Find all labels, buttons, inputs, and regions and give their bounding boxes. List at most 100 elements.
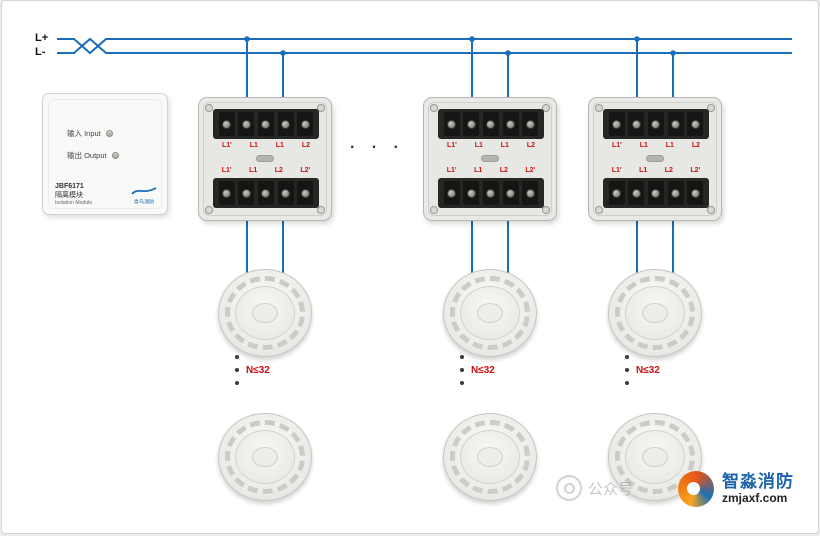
terminal-icon: [522, 181, 539, 205]
detector-center: [642, 303, 668, 323]
bus-wire-positive: [57, 38, 792, 55]
terminal-icon: [687, 181, 704, 205]
output-led-label: 输出 Output: [67, 151, 107, 160]
wire-junction-dot: [244, 36, 250, 42]
brand-text: 青鸟消防: [133, 200, 155, 206]
detector-dome: [625, 286, 685, 340]
terminal-label: L2': [690, 167, 701, 174]
terminal-icon: [482, 181, 499, 205]
branch-limit-label: N≤32: [471, 364, 495, 376]
watermark-center: 公众号: [556, 475, 633, 501]
vertical-ellipsis: [460, 355, 464, 385]
smoke-detector: [218, 413, 312, 501]
terminal-label: L1': [446, 167, 457, 174]
vertical-ellipsis: [625, 355, 629, 385]
terminal-labels-bottom: L1' L1 L2 L2': [213, 167, 319, 174]
vertical-ellipsis: [235, 355, 239, 385]
terminal-label: L2: [526, 142, 536, 149]
brand-logo: 青鸟消防: [131, 186, 157, 206]
smoke-detector: [218, 269, 312, 357]
terminal-icon: [238, 181, 255, 205]
center-slot: [256, 155, 274, 162]
watermark-brand: 智淼消防 zmjaxf.com: [678, 471, 794, 507]
watermark-center-text: 公众号: [588, 480, 634, 498]
terminal-label: L2': [300, 167, 311, 174]
detector-center: [642, 447, 668, 467]
terminal-label: L2: [301, 142, 311, 149]
corner-screw-icon: [430, 104, 438, 112]
terminal-icon: [628, 112, 645, 136]
terminal-label: L1': [611, 142, 622, 149]
terminal-icon: [628, 181, 645, 205]
corner-screw-icon: [595, 104, 603, 112]
terminal-icon: [608, 112, 625, 136]
terminal-icon: [687, 112, 704, 136]
terminal-icon: [238, 112, 255, 136]
terminal-icon: [647, 112, 664, 136]
brand-swoosh-icon: [131, 187, 157, 195]
terminal-icon: [463, 181, 480, 205]
terminal-label: L1: [639, 167, 648, 174]
terminal-label: L1: [275, 142, 284, 149]
module-name-cn: 隔离模块: [55, 192, 83, 199]
terminal-label: L1: [639, 142, 648, 149]
terminal-label: L2: [664, 167, 673, 174]
terminal-label: L1': [221, 167, 232, 174]
corner-screw-icon: [707, 104, 715, 112]
bus-negative-label: L-: [35, 46, 46, 58]
terminal-icon: [502, 181, 519, 205]
detector-vent-ring: [225, 276, 305, 350]
brand-text-block: 智淼消防 zmjaxf.com: [722, 472, 794, 505]
corner-screw-icon: [542, 206, 550, 214]
terminal-label: L2': [525, 167, 536, 174]
wechat-badge-icon: [556, 475, 582, 501]
brand-name: 智淼消防: [722, 472, 794, 492]
corner-screw-icon: [205, 206, 213, 214]
module-face: [48, 99, 162, 209]
wire-junction-dot: [280, 50, 286, 56]
terminal-label: L1': [221, 142, 232, 149]
terminal-icon: [297, 181, 314, 205]
wire-junction-dot: [469, 36, 475, 42]
terminal-icon: [522, 112, 539, 136]
branch-limit-label: N≤32: [636, 364, 660, 376]
junction-box-2: L1' L1 L1 L2 L1' L1 L2 L2': [423, 97, 557, 221]
wire-junction-dot: [634, 36, 640, 42]
bus-wire-negative: [57, 37, 792, 54]
detector-vent-ring: [615, 276, 695, 350]
terminal-label: L1: [500, 142, 509, 149]
terminal-icon: [647, 181, 664, 205]
input-led-icon: [105, 130, 113, 137]
bus-positive-label: L+: [35, 32, 49, 44]
terminal-label: L2: [691, 142, 701, 149]
center-slot: [481, 155, 499, 162]
terminal-label: L1: [474, 142, 483, 149]
terminal-label: L1: [665, 142, 674, 149]
terminal-icon: [218, 112, 235, 136]
corner-screw-icon: [205, 104, 213, 112]
module-id-block: JBF6171 隔离模块 Isolation Module: [55, 183, 99, 206]
corner-screw-icon: [542, 104, 550, 112]
terminal-labels-bottom: L1' L1 L2 L2': [438, 167, 544, 174]
terminal-icon: [297, 112, 314, 136]
terminal-icon: [257, 181, 274, 205]
detector-center: [252, 303, 278, 323]
brand-flame-icon: [678, 471, 714, 507]
brand-url: zmjaxf.com: [722, 490, 788, 505]
terminal-icon: [257, 112, 274, 136]
terminal-strip-top: [603, 109, 709, 139]
terminal-icon: [277, 112, 294, 136]
terminal-icon: [502, 112, 519, 136]
branch-continuation: N≤32: [460, 355, 495, 385]
branch-continuation: N≤32: [625, 355, 660, 385]
terminal-icon: [443, 181, 460, 205]
wire-junction-dot: [505, 50, 511, 56]
wire-junction-dot: [670, 50, 676, 56]
junction-box-1: L1' L1 L1 L2 L1' L1 L2 L2': [198, 97, 332, 221]
terminal-strip-bottom: [213, 178, 319, 208]
detector-vent-ring: [225, 420, 305, 494]
module-input-row: 输入 Input: [67, 128, 113, 139]
output-led-icon: [111, 152, 119, 159]
detector-center: [477, 447, 503, 467]
